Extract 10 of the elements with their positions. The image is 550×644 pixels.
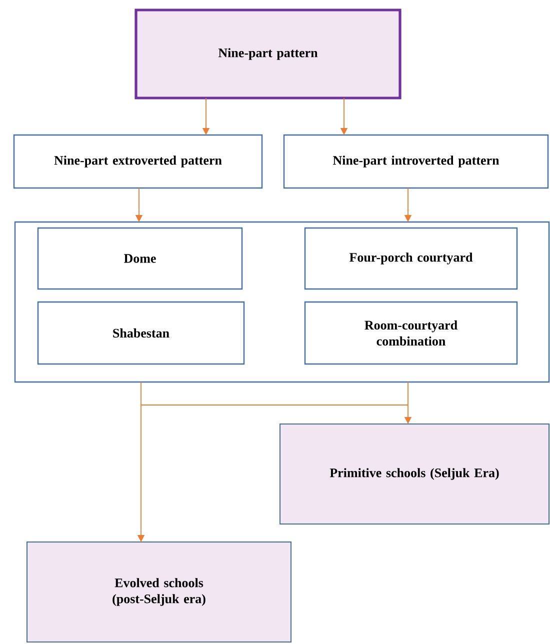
process-box: Nine-part extroverted pattern (13, 134, 263, 189)
result-box: Evolved schools (post-Seljuk era) (26, 542, 292, 642)
container-box (14, 221, 550, 383)
process-box: Nine-part introverted pattern (283, 134, 549, 189)
process-box: Dome (37, 227, 243, 290)
process-box: Room-courtyard combination (304, 301, 518, 365)
process-box: Nine-part pattern (134, 8, 402, 100)
process-box: Four-porch courtyard (304, 227, 518, 290)
process-box: Shabestan (37, 301, 245, 365)
result-box: Primitive schools (Seljuk Era) (280, 424, 550, 524)
